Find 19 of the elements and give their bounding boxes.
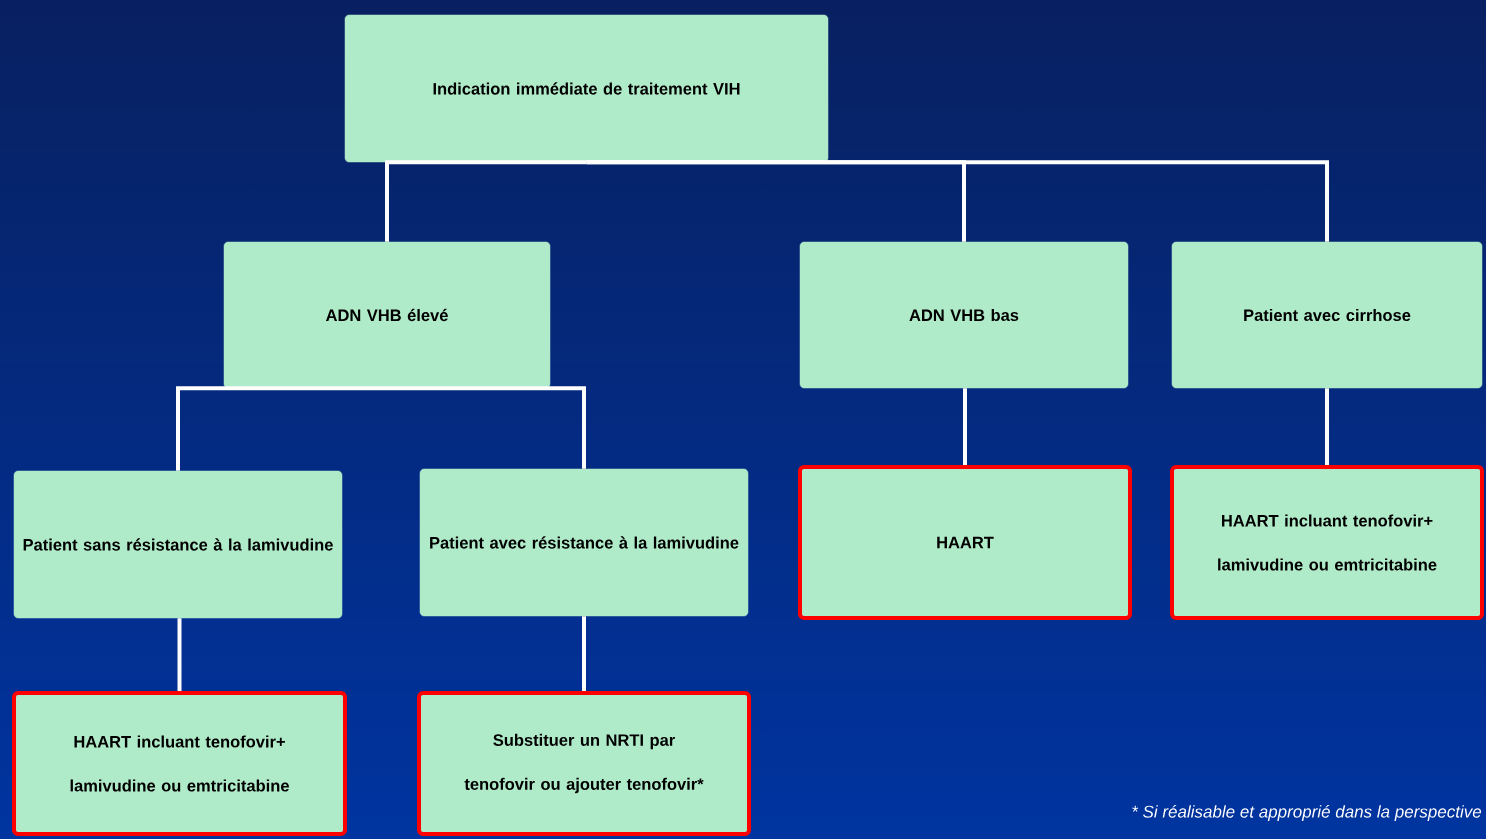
decision-box: Indication immédiate de traitement VIH — [344, 14, 829, 163]
decision-box: Patient avec résistance à la lamivudine — [419, 468, 749, 617]
connector-line — [177, 618, 182, 691]
connector-line — [176, 386, 387, 471]
outcome-box: Substituer un NRTI par tenofovir ou ajouter tenofovir* — [417, 691, 751, 836]
connector-line — [582, 616, 586, 691]
connector-line — [1325, 388, 1329, 465]
decision-box: ADN VHB bas — [799, 241, 1129, 389]
connector-line — [963, 388, 967, 465]
connector-line — [387, 386, 586, 469]
outcome-box: HAART — [798, 465, 1132, 620]
decision-box: Patient avec cirrhose — [1171, 241, 1483, 389]
footnote: * Si réalisable et approprié dans la perspective — [1132, 805, 1482, 822]
outcome-box: HAART incluant tenofovir+ lamivudine ou emtricitabine — [12, 691, 347, 836]
connector-line — [586, 160, 1329, 242]
outcome-box: HAART incluant tenofovir+ lamivudine ou emtricitabine — [1170, 465, 1484, 620]
decision-box: ADN VHB élevé — [223, 241, 551, 389]
connector-line — [385, 160, 587, 242]
decision-box: Patient sans résistance à la lamivudine — [13, 470, 343, 619]
